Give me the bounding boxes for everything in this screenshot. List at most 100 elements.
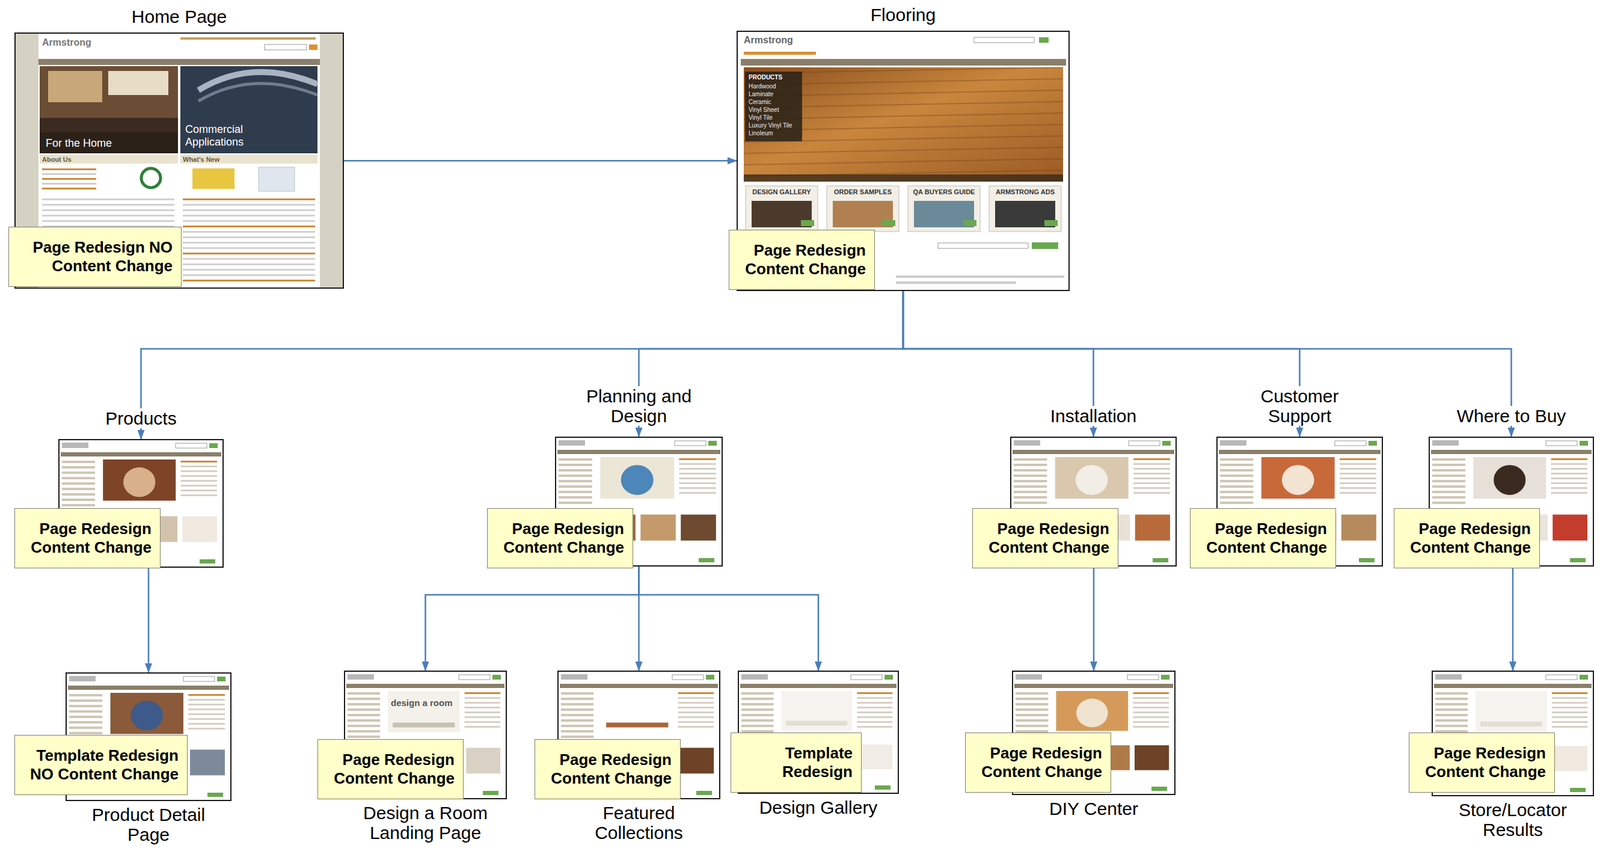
- logo-shape: [1015, 674, 1043, 680]
- page-title: Customer Support: [1237, 386, 1363, 426]
- text-line: [182, 263, 316, 266]
- nav-bar: [1014, 683, 1174, 688]
- menu-line: [69, 704, 103, 708]
- text-line: [1551, 472, 1588, 475]
- text-line: [182, 268, 316, 271]
- text-line: [678, 477, 716, 480]
- connector-arrow: [147, 567, 150, 673]
- menu-line: [69, 715, 103, 718]
- text-line: [1133, 462, 1171, 465]
- hero-strip: [1480, 721, 1543, 727]
- menu-line: [558, 463, 593, 466]
- status-note: Page Redesign Content Change: [534, 738, 681, 800]
- text-line: [856, 692, 893, 694]
- nav-bar: [1012, 449, 1175, 454]
- page-title: Planning and Design: [576, 386, 702, 426]
- screenshot-text: Armstrong: [743, 34, 794, 46]
- search-button: [708, 440, 717, 446]
- text-line: [42, 214, 175, 217]
- content-tile: [1341, 514, 1377, 541]
- menu-line: [560, 713, 594, 717]
- menu-line: [1219, 485, 1254, 488]
- menu-line: [1219, 458, 1254, 461]
- text-line: [182, 209, 316, 212]
- text-line: [1551, 711, 1588, 714]
- screenshot-text: PRODUCTS: [748, 73, 783, 82]
- menu-line: [347, 702, 381, 706]
- menu-line: [1435, 697, 1468, 700]
- menu-line: [1015, 692, 1049, 695]
- text-line: [1132, 725, 1169, 728]
- page-thumbnail: Design a Room Landing PagePage Redesign …: [343, 670, 507, 800]
- hero-figure: [123, 467, 156, 497]
- menu-line: [741, 692, 774, 695]
- promo-tile: [989, 185, 1062, 232]
- logo-shape: [1435, 674, 1462, 680]
- text-line: [1132, 696, 1169, 699]
- page-thumbnail: DIY CenterPage Redesign Content Change: [1011, 670, 1176, 795]
- text-line: [188, 708, 225, 711]
- page-thumbnail: Product Detail PageTemplate Redesign NO …: [65, 672, 232, 801]
- content-tile: [182, 515, 218, 542]
- promo-tile: [907, 185, 981, 232]
- menu-line: [1015, 708, 1049, 711]
- search-button: [884, 674, 893, 680]
- menu-line: [61, 465, 96, 469]
- text-line: [1132, 716, 1169, 718]
- menu-line: [1432, 468, 1466, 472]
- go-button: [882, 220, 896, 227]
- page-title: Products: [102, 408, 179, 429]
- search-box: [1127, 674, 1159, 680]
- text-line: [1551, 467, 1588, 470]
- text-line: [182, 220, 316, 222]
- screenshot-text: ARMSTRONG ADS: [995, 188, 1055, 197]
- nav-bar: [1431, 449, 1592, 454]
- logo-shape: [1219, 440, 1247, 446]
- text-line: [678, 720, 715, 723]
- menu-line: [560, 719, 594, 722]
- nav-bar: [346, 683, 505, 688]
- content-tile: [858, 744, 893, 770]
- page-title: Featured Collections: [576, 802, 702, 843]
- menu-line: [347, 729, 381, 733]
- menu-line: [1432, 474, 1466, 477]
- menu-line: [741, 724, 774, 727]
- text-line: [182, 241, 316, 244]
- hero-figure: [621, 464, 654, 495]
- text-line: [188, 727, 225, 730]
- footer-line: [895, 281, 1017, 284]
- logo-shape: [558, 440, 586, 446]
- menu-line: [347, 697, 381, 700]
- text-line: [42, 173, 97, 175]
- search-button: [309, 44, 318, 50]
- nav-bar: [557, 449, 721, 454]
- note-text: Page Redesign Content Change: [737, 241, 866, 279]
- text-line: [182, 236, 316, 239]
- menu-line: [1432, 479, 1466, 483]
- logo-shape: [347, 674, 374, 680]
- screenshot-text: DESIGN GALLERY: [752, 188, 811, 197]
- content-tile: [1553, 745, 1588, 771]
- note-text: Page Redesign Content Change: [326, 750, 455, 788]
- note-text: Template Redesign: [739, 743, 853, 782]
- text-line: [678, 467, 716, 470]
- submit-button: [1031, 242, 1059, 249]
- page-title: Installation: [1048, 405, 1139, 426]
- text-line: [678, 491, 716, 494]
- status-note: Page Redesign Content Change: [14, 508, 161, 569]
- text-line: [464, 701, 501, 704]
- action-button: [207, 792, 224, 797]
- action-button: [696, 790, 712, 795]
- text-line: [188, 703, 225, 706]
- text-line: [1133, 491, 1171, 494]
- menu-line: [347, 708, 381, 711]
- logo-shape: [69, 675, 96, 682]
- action-button: [482, 790, 499, 795]
- text-line: [182, 225, 316, 228]
- flooring-thumbnail: [736, 30, 1070, 292]
- search-button: [1368, 440, 1377, 446]
- action-button: [1569, 557, 1586, 563]
- menu-line: [1435, 708, 1468, 711]
- menu-line: [61, 503, 96, 507]
